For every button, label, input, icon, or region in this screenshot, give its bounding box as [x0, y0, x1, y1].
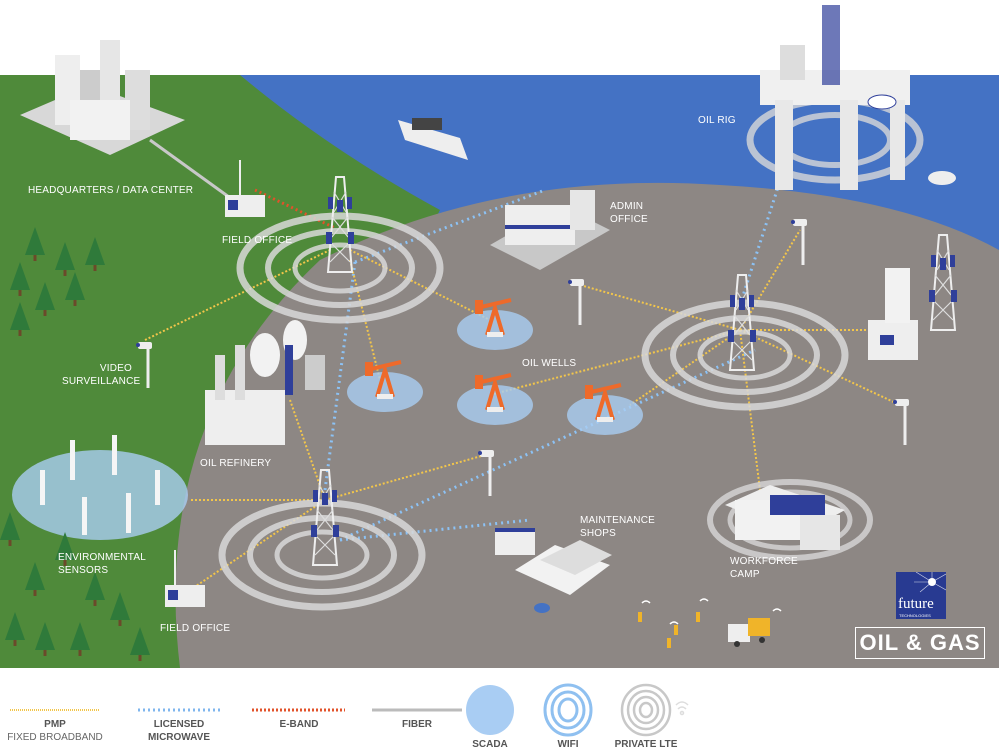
future-technologies-logo: future TECHNOLOGIES: [896, 572, 946, 619]
legend-private-lte: PRIVATE LTE: [606, 738, 686, 751]
label-line: SHOPS: [580, 527, 655, 540]
label-line: SENSORS: [58, 564, 146, 577]
label-line: ENVIRONMENTAL: [58, 551, 146, 564]
label-field-office-bottom: FIELD OFFICE: [160, 622, 230, 635]
legend-subtitle: FIXED BROADBAND: [7, 732, 103, 743]
legend-title: WIFI: [528, 738, 608, 751]
legend-title: FIBER: [362, 718, 472, 731]
legend-title: E-BAND: [244, 718, 354, 731]
label-headquarters: HEADQUARTERS / DATA CENTER: [28, 184, 193, 197]
label-line: ADMIN: [610, 200, 648, 213]
legend-title: LICENSED: [124, 718, 234, 731]
legend-scada: SCADA: [450, 738, 530, 751]
label-oil-refinery: OIL REFINERY: [200, 457, 271, 470]
logo-word: future: [898, 596, 934, 613]
label-oil-wells: OIL WELLS: [522, 357, 576, 370]
label-line: CAMP: [730, 568, 798, 581]
label-line: WORKFORCE: [730, 555, 798, 568]
label-field-office: FIELD OFFICE: [222, 234, 292, 247]
label-oil-rig: OIL RIG: [698, 114, 736, 127]
legend-subtitle: MICROWAVE: [124, 731, 234, 744]
label-line: VIDEO: [62, 362, 132, 375]
legend-wifi: WIFI: [528, 738, 608, 751]
label-line: SURVEILLANCE: [62, 375, 132, 388]
label-line: MAINTENANCE: [580, 514, 655, 527]
legend-e-band: E-BAND: [244, 718, 354, 731]
logo-sub: TECHNOLOGIES: [899, 613, 931, 618]
legend-title: SCADA: [450, 738, 530, 751]
label-line: OFFICE: [610, 213, 648, 226]
oil-gas-title: OIL & GAS: [855, 627, 985, 659]
legend-title: PRIVATE LTE: [606, 738, 686, 751]
legend-title: PMP: [0, 718, 110, 731]
legend-fiber: FIBER: [362, 718, 472, 731]
